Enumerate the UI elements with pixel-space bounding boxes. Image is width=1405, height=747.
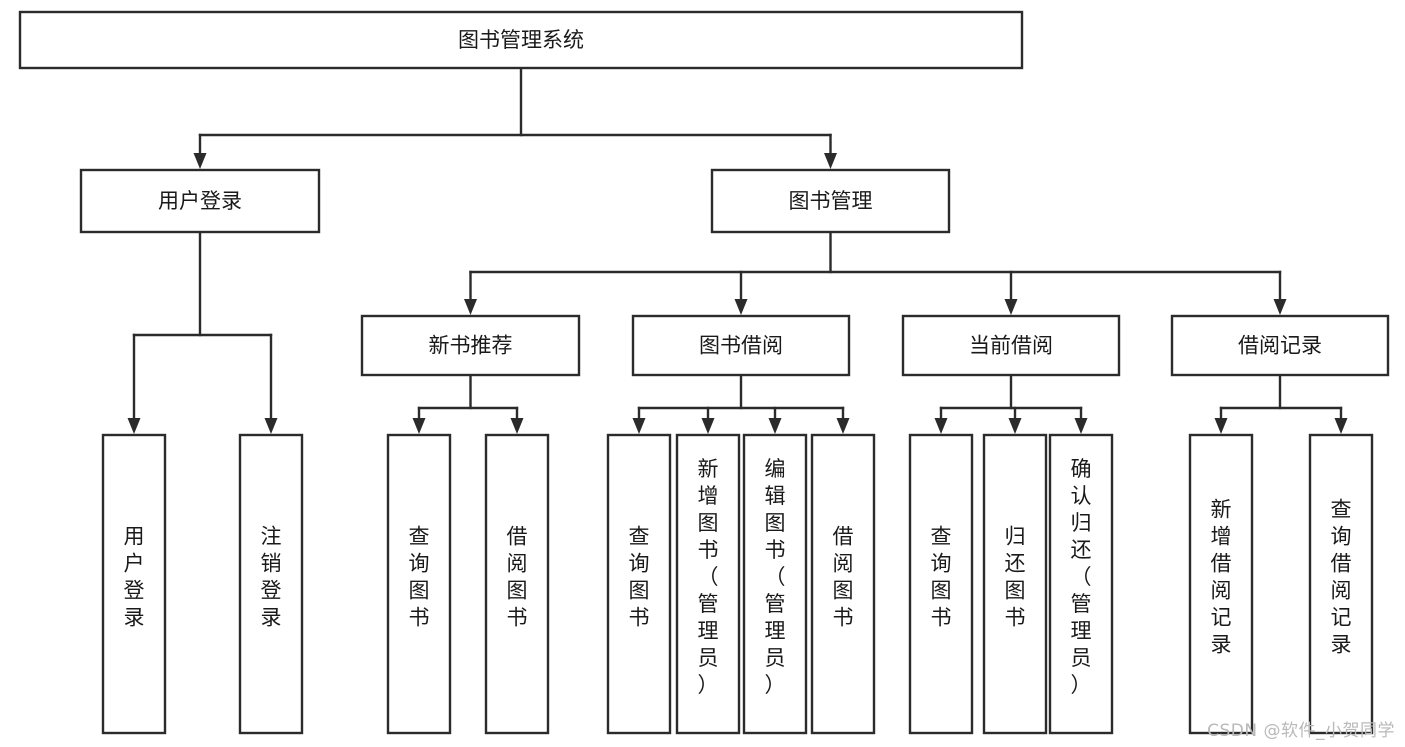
node-label-root: 图书管理系统 <box>458 28 584 52</box>
connector-arrowhead <box>934 418 948 434</box>
node-user-login[interactable]: 用户登录 <box>79 168 321 234</box>
node-label-leaf-user-login: 用户登录 <box>124 525 145 630</box>
node-label-leaf-add-book: 新增图书（管理员） <box>698 457 719 697</box>
node-label-leaf-query-book-1: 查询图书 <box>409 525 430 630</box>
connector-group-current-borrow <box>934 373 1088 434</box>
connector-group-book-management <box>464 230 1287 315</box>
node-leaf-logout[interactable]: 注销登录 <box>238 433 304 735</box>
node-box-leaf-query-record[interactable] <box>1308 433 1374 735</box>
connector-arrowhead <box>1004 299 1018 315</box>
connector-group-user-login <box>127 230 278 434</box>
node-book-borrow[interactable]: 图书借阅 <box>631 314 851 377</box>
connector-arrowhead <box>510 418 524 434</box>
node-label-book-management: 图书管理 <box>789 189 873 213</box>
node-box-user-login[interactable] <box>79 168 321 234</box>
node-box-current-borrow[interactable] <box>901 314 1121 377</box>
node-current-borrow[interactable]: 当前借阅 <box>901 314 1121 377</box>
connector-group-new-book-recommend <box>412 373 524 434</box>
connector-arrowhead <box>1334 418 1348 434</box>
node-leaf-borrow-book-2[interactable]: 借阅图书 <box>810 433 876 735</box>
node-leaf-query-record[interactable]: 查询借阅记录 <box>1308 433 1374 735</box>
connector-arrowhead <box>768 418 782 434</box>
node-label-borrow-records: 借阅记录 <box>1238 334 1322 358</box>
node-leaf-add-book[interactable]: 新增图书（管理员） <box>675 433 741 735</box>
node-label-current-borrow: 当前借阅 <box>969 334 1053 358</box>
node-box-leaf-query-book-1[interactable] <box>386 433 452 735</box>
node-leaf-confirm-return[interactable]: 确认归还（管理员） <box>1048 433 1114 735</box>
node-box-leaf-user-login[interactable] <box>101 433 167 735</box>
node-box-book-management[interactable] <box>710 168 951 234</box>
node-box-leaf-add-book[interactable] <box>675 433 741 735</box>
node-box-leaf-borrow-book-1[interactable] <box>484 433 550 735</box>
node-leaf-edit-book[interactable]: 编辑图书（管理员） <box>742 433 808 735</box>
connector-arrowhead <box>412 418 426 434</box>
nodes-layer: 图书管理系统用户登录图书管理新书推荐图书借阅当前借阅借阅记录用户登录注销登录查询… <box>18 10 1390 735</box>
node-box-leaf-borrow-book-2[interactable] <box>810 433 876 735</box>
connector-group-root <box>193 66 837 169</box>
node-box-leaf-logout[interactable] <box>238 433 304 735</box>
connector-arrowhead <box>734 299 748 315</box>
connector-arrowhead <box>1214 418 1228 434</box>
connector-arrowhead <box>632 418 646 434</box>
node-box-leaf-return-book[interactable] <box>982 433 1048 735</box>
node-label-leaf-borrow-book-1: 借阅图书 <box>507 525 528 630</box>
node-box-leaf-query-book-2[interactable] <box>606 433 672 735</box>
node-label-leaf-borrow-book-2: 借阅图书 <box>833 525 854 630</box>
connector-arrowhead <box>1074 418 1088 434</box>
node-label-leaf-return-book: 归还图书 <box>1005 525 1026 630</box>
node-leaf-query-book-2[interactable]: 查询图书 <box>606 433 672 735</box>
connector-arrowhead <box>1008 418 1022 434</box>
node-box-book-borrow[interactable] <box>631 314 851 377</box>
node-leaf-add-record[interactable]: 新增借阅记录 <box>1188 433 1254 735</box>
node-leaf-query-book-1[interactable]: 查询图书 <box>386 433 452 735</box>
node-box-borrow-records[interactable] <box>1170 314 1390 377</box>
node-label-user-login: 用户登录 <box>158 189 242 213</box>
connector-arrowhead <box>264 418 278 434</box>
node-leaf-return-book[interactable]: 归还图书 <box>982 433 1048 735</box>
node-label-new-book-recommend: 新书推荐 <box>429 334 513 358</box>
node-leaf-user-login[interactable]: 用户登录 <box>101 433 167 735</box>
node-label-leaf-query-book-2: 查询图书 <box>629 525 650 630</box>
node-label-leaf-logout: 注销登录 <box>261 525 282 630</box>
node-box-leaf-confirm-return[interactable] <box>1048 433 1114 735</box>
node-leaf-borrow-book-1[interactable]: 借阅图书 <box>484 433 550 735</box>
node-label-leaf-query-book-3: 查询图书 <box>931 525 952 630</box>
node-label-leaf-confirm-return: 确认归还（管理员） <box>1071 457 1092 697</box>
watermark-label: CSDN @软件_小贺同学 <box>1207 721 1395 741</box>
node-box-leaf-add-record[interactable] <box>1188 433 1254 735</box>
node-box-leaf-edit-book[interactable] <box>742 433 808 735</box>
node-label-leaf-add-record: 新增借阅记录 <box>1211 498 1232 657</box>
node-root[interactable]: 图书管理系统 <box>18 10 1024 70</box>
edges-layer <box>127 66 1348 434</box>
connector-arrowhead <box>193 153 207 169</box>
node-leaf-query-book-3[interactable]: 查询图书 <box>908 433 974 735</box>
connector-arrowhead <box>1273 299 1287 315</box>
node-label-leaf-query-record: 查询借阅记录 <box>1331 498 1352 657</box>
node-box-root[interactable] <box>18 10 1024 70</box>
node-label-leaf-edit-book: 编辑图书（管理员） <box>765 457 786 697</box>
node-book-management[interactable]: 图书管理 <box>710 168 951 234</box>
node-new-book-recommend[interactable]: 新书推荐 <box>360 314 581 377</box>
node-box-new-book-recommend[interactable] <box>360 314 581 377</box>
connector-group-book-borrow <box>632 373 850 434</box>
connector-arrowhead <box>836 418 850 434</box>
node-box-leaf-query-book-3[interactable] <box>908 433 974 735</box>
node-borrow-records[interactable]: 借阅记录 <box>1170 314 1390 377</box>
connector-arrowhead <box>464 299 477 315</box>
connector-arrowhead <box>824 153 837 169</box>
connector-arrowhead <box>701 418 715 434</box>
connector-group-borrow-records <box>1214 373 1348 434</box>
connector-arrowhead <box>127 418 141 434</box>
node-label-book-borrow: 图书借阅 <box>699 334 783 358</box>
